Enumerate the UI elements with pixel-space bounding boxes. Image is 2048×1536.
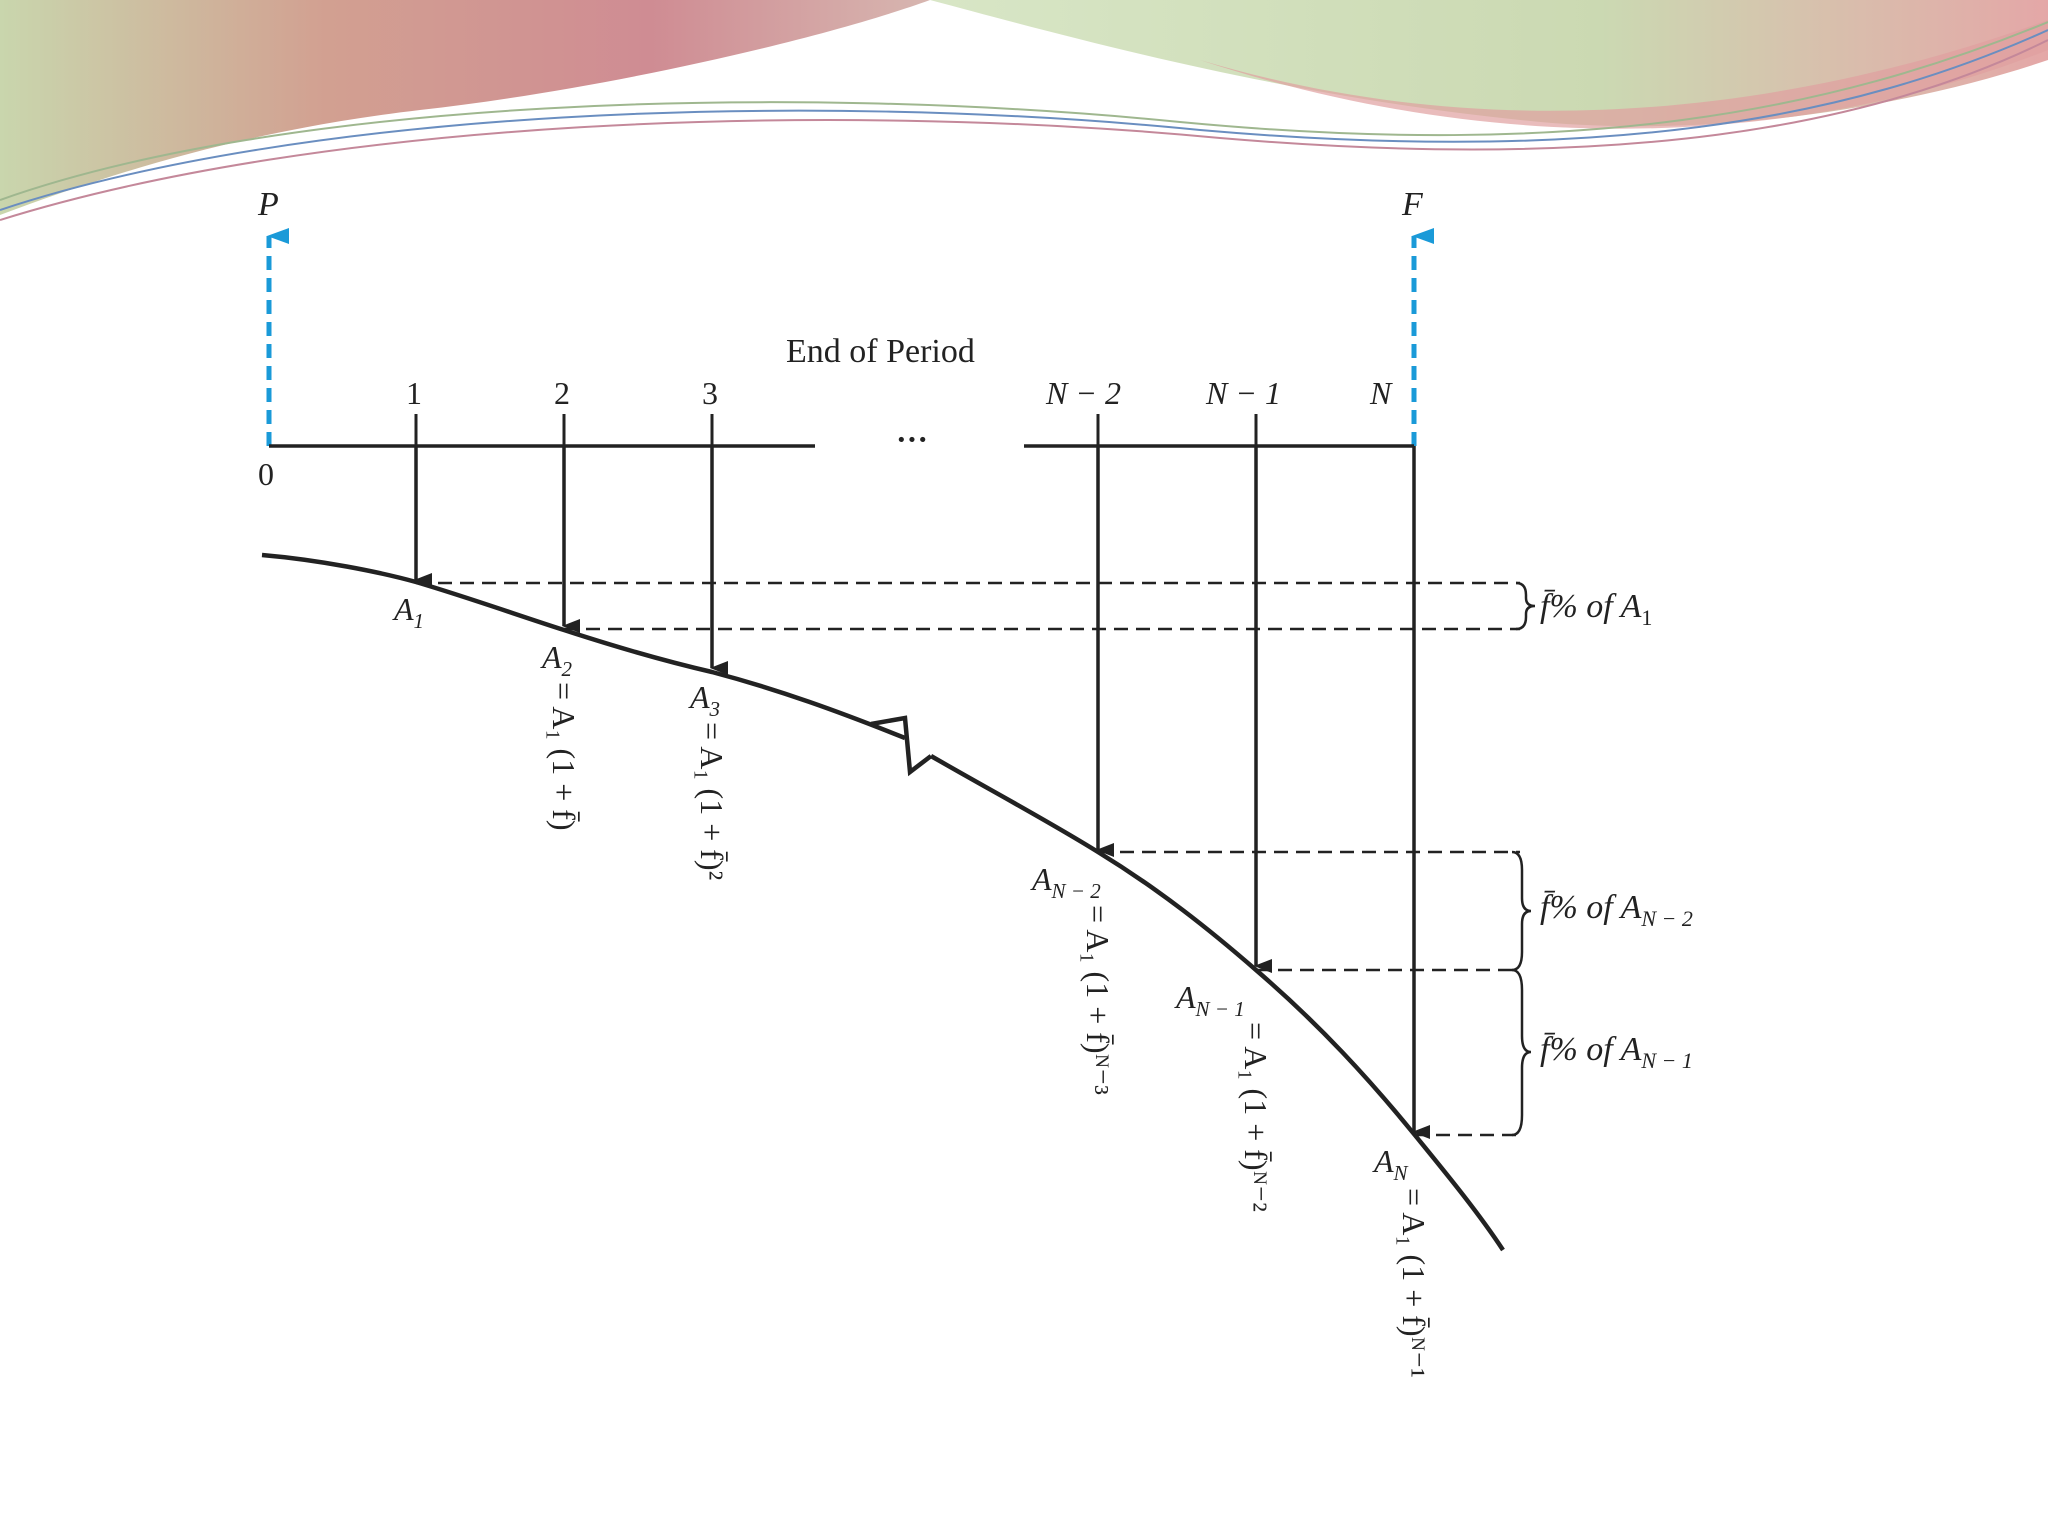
- banner-line-3: [0, 21, 2048, 201]
- growth-note-an-2: f̄% of AN − 2: [1540, 889, 1693, 931]
- brace-an-1: [1511, 968, 1532, 1137]
- formula-an-1: = A₁ (1 + f̄)ᴺ⁻²: [1238, 1022, 1274, 1212]
- timeline-ellipsis: ···: [896, 421, 928, 457]
- brace-an-2: [1511, 850, 1532, 972]
- period-label-n-1: N − 1: [1205, 375, 1281, 411]
- curve-break: [870, 715, 933, 777]
- brace-a1: [1515, 581, 1536, 631]
- formula-an-2: = A₁ (1 + f̄)ᴺ⁻³: [1080, 905, 1116, 1095]
- figure-background: [255, 185, 1760, 1450]
- period-label-n: N: [1369, 375, 1393, 411]
- origin-label: 0: [258, 456, 274, 492]
- label-an-2: AN − 2: [1030, 861, 1101, 903]
- label-an: AN: [1372, 1143, 1409, 1185]
- banner-wave-left: [0, 0, 930, 215]
- label-a3: A3: [688, 679, 720, 721]
- formula-a3: = A₁ (1 + f̄)²: [694, 722, 730, 880]
- axis-title: End of Period: [786, 333, 975, 370]
- label-a2: A2: [540, 639, 573, 681]
- banner-line-2: [0, 39, 2048, 221]
- growth-note-a1: f̄% of A1: [1540, 588, 1652, 630]
- period-label-2: 2: [554, 375, 570, 411]
- formula-an: = A₁ (1 + f̄)ᴺ⁻¹: [1396, 1188, 1432, 1378]
- period-label-n-2: N − 2: [1045, 375, 1121, 411]
- future-value-label: F: [1401, 186, 1424, 223]
- formula-a2: = A₁ (1 + f̄): [546, 682, 582, 831]
- label-an-1: AN − 1: [1174, 979, 1245, 1021]
- banner-line-1: [0, 29, 2048, 211]
- present-value-label: P: [257, 186, 279, 223]
- period-label-1: 1: [406, 375, 422, 411]
- label-a1: A1: [392, 591, 424, 633]
- period-label-3: 3: [702, 375, 718, 411]
- growth-note-an-1: f̄% of AN − 1: [1540, 1031, 1693, 1073]
